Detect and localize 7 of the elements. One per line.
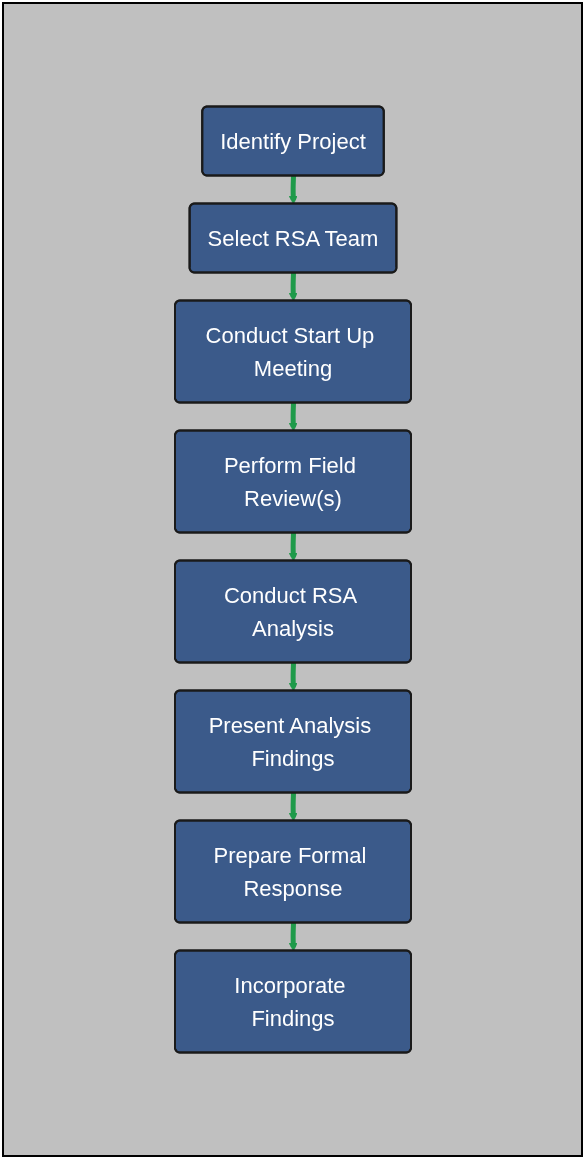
arrow (288, 922, 298, 952)
arrow (288, 662, 298, 692)
arrow (288, 272, 298, 302)
arrow (288, 532, 298, 562)
arrow (288, 175, 298, 205)
arrow (288, 792, 298, 822)
arrow (288, 402, 298, 432)
